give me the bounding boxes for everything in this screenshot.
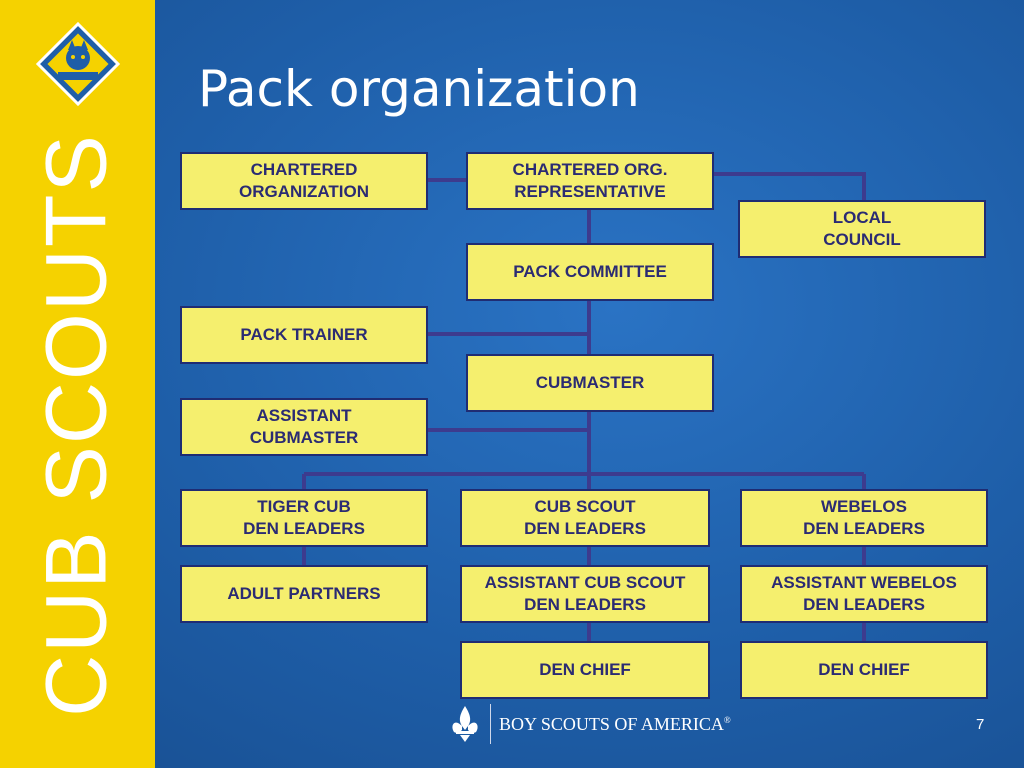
fleur-de-lis-icon [452, 706, 478, 742]
page-number: 7 [976, 716, 985, 733]
chartered-org-representative-box: CHARTERED ORG. REPRESENTATIVE [466, 152, 714, 210]
den-chief-cub-scout-box: DEN CHIEF [460, 641, 710, 699]
cub-scouts-emblem-icon [36, 22, 120, 106]
sidebar: CUB SCOUTS [0, 0, 155, 768]
assistant-cubmaster-box: ASSISTANT CUBMASTER [180, 398, 428, 456]
assistant-cub-scout-den-leaders-box: ASSISTANT CUB SCOUT DEN LEADERS [460, 565, 710, 623]
den-chief-webelos-box: DEN CHIEF [740, 641, 988, 699]
tiger-cub-den-leaders-box: TIGER CUB DEN LEADERS [180, 489, 428, 547]
webelos-den-leaders-box: WEBELOS DEN LEADERS [740, 489, 988, 547]
footer-divider [490, 704, 491, 744]
slide-title: Pack organization [198, 60, 640, 118]
cubmaster-box: CUBMASTER [466, 354, 714, 412]
local-council-box: LOCAL COUNCIL [738, 200, 986, 258]
cub-scout-den-leaders-box: CUB SCOUT DEN LEADERS [460, 489, 710, 547]
pack-trainer-box: PACK TRAINER [180, 306, 428, 364]
bsa-wordmark: BOY SCOUTS OF AMERICA® [499, 713, 731, 734]
adult-partners-box: ADULT PARTNERS [180, 565, 428, 623]
assistant-webelos-den-leaders-box: ASSISTANT WEBELOS DEN LEADERS [740, 565, 988, 623]
bsa-footer: BOY SCOUTS OF AMERICA® [448, 700, 731, 748]
pack-committee-box: PACK COMMITTEE [466, 243, 714, 301]
chartered-organization-box: CHARTERED ORGANIZATION [180, 152, 428, 210]
